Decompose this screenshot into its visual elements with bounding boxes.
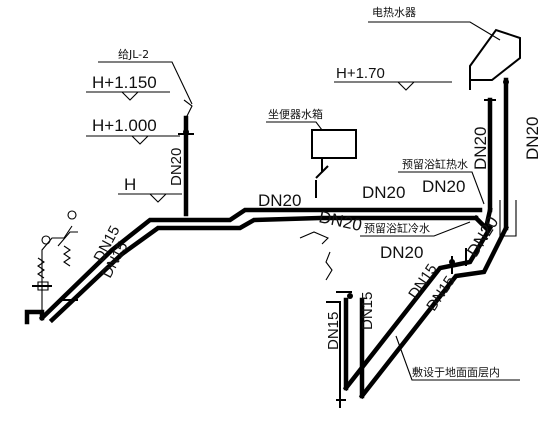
lower-dn20: DN20 [380, 243, 423, 262]
bottom-dn15-a: DN15 [325, 312, 342, 350]
level-h: H [124, 175, 136, 194]
left-fixture-group [32, 210, 78, 318]
lower-diagonal-run [342, 200, 517, 400]
heater-leader [368, 21, 501, 41]
toilet-tank-box [311, 129, 357, 159]
level-mark-1 [121, 91, 139, 101]
bottom-fixture-group [299, 231, 365, 408]
riser-jl2 [178, 99, 194, 217]
main-dn20-b: DN20 [362, 183, 405, 202]
level-mark-3 [149, 193, 167, 203]
reserved-cold-label: 预留浴缸冷水 [364, 221, 430, 235]
reserved-hot-label: 预留浴缸热水 [402, 157, 468, 171]
level-h-plus-1000: H+1.000 [92, 116, 157, 135]
reserved-hot-leader [398, 171, 485, 205]
vert-dn20-b: DN20 [523, 117, 542, 160]
riser-dn20: DN20 [168, 148, 185, 186]
main-dn20-c: DN20 [422, 177, 465, 196]
main-dn20-a: DN20 [258, 191, 301, 210]
tank-leader [266, 121, 323, 131]
reserved-cold-leader [360, 221, 471, 237]
toilet-tank-label: 坐便器水箱 [268, 107, 323, 121]
embedded-label: 敷设于地面面层内 [412, 365, 500, 379]
level-mark-2 [131, 135, 149, 145]
vert-dn20-a: DN20 [471, 127, 490, 170]
level-h-plus-1150: H+1.150 [92, 73, 157, 92]
toilet-tank-fixture [311, 129, 357, 198]
riser-leader [98, 61, 193, 105]
level-mark-4 [397, 81, 415, 91]
water-heater-fixture [469, 28, 521, 231]
riser-label: 给JL-2 [118, 48, 149, 61]
embedded-leader [395, 335, 520, 381]
water-heater-label: 电热水器 [372, 6, 416, 19]
bottom-dn15-b: DN15 [359, 292, 376, 330]
level-h-plus-170: H+1.70 [336, 65, 385, 82]
